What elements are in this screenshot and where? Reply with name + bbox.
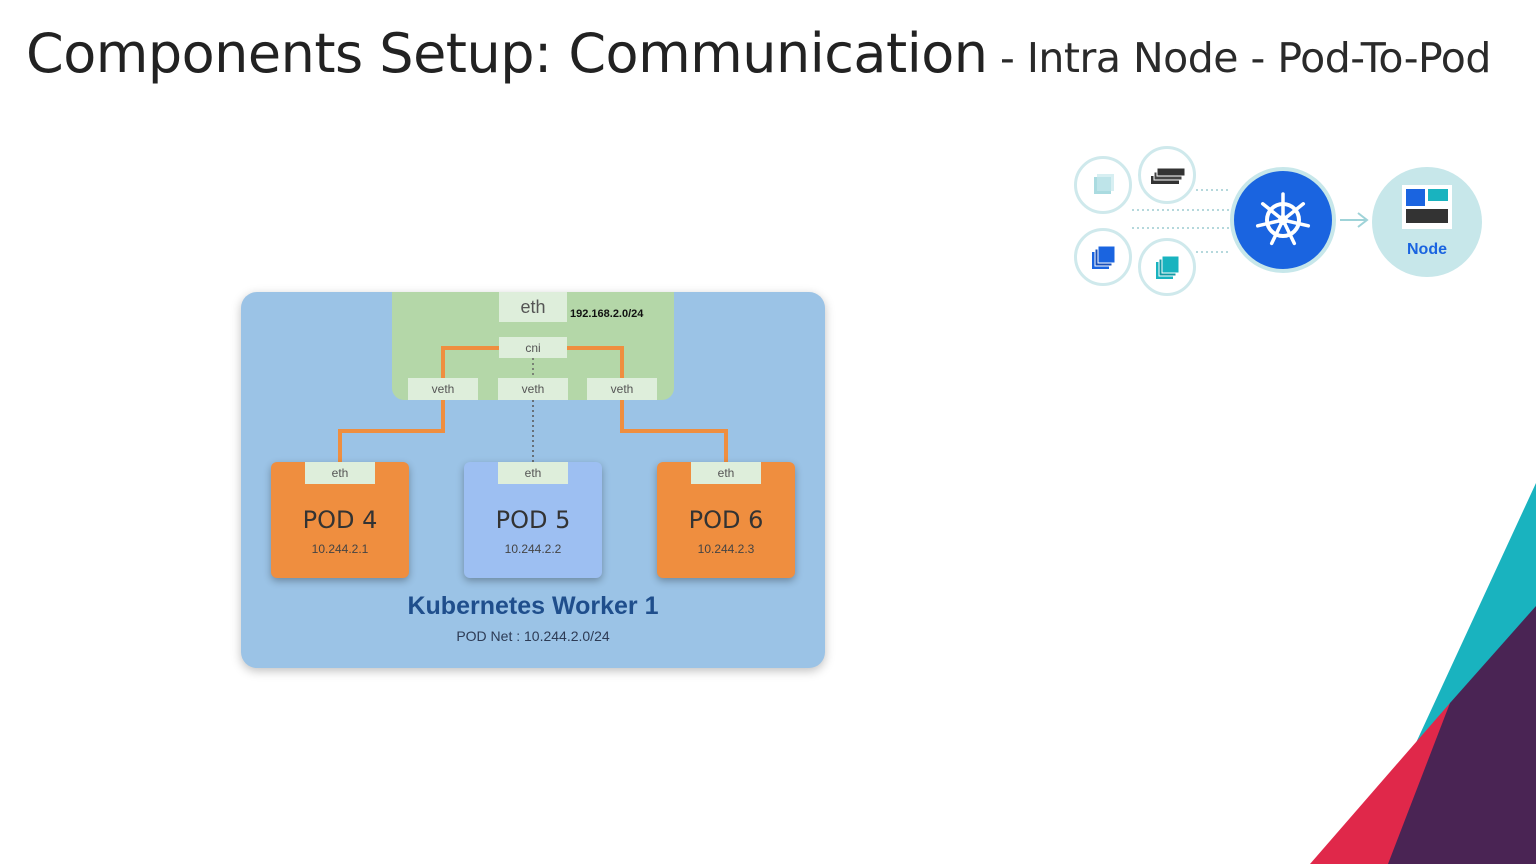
pod-eth-interface: eth xyxy=(305,462,375,484)
pod-5: eth POD 5 10.244.2.2 xyxy=(464,462,602,578)
title-separator: - xyxy=(987,34,1027,82)
kubernetes-circle xyxy=(1230,167,1336,273)
title-subtitle: Intra Node - Pod-To-Pod xyxy=(1026,34,1492,82)
pod-4: eth POD 4 10.244.2.1 xyxy=(271,462,409,578)
pod-6: eth POD 6 10.244.2.3 xyxy=(657,462,795,578)
node-layout-icon xyxy=(1402,185,1452,229)
slide-title: Components Setup: Communication - Intra … xyxy=(26,22,1491,85)
node-circle: Node xyxy=(1372,167,1482,277)
pod-eth-interface: eth xyxy=(691,462,761,484)
blue-stack-circle xyxy=(1074,228,1132,286)
pod-eth-interface: eth xyxy=(498,462,568,484)
corner-purple-shape xyxy=(1388,606,1536,864)
worker-pod-net: POD Net : 10.244.2.0/24 xyxy=(456,628,610,644)
node-label: Node xyxy=(1407,241,1447,258)
server-stack-circle xyxy=(1138,146,1196,204)
blue-stack-icon xyxy=(1092,245,1116,269)
kubernetes-wheel-icon xyxy=(1255,192,1311,246)
wire-pod6 xyxy=(567,346,728,463)
pod-name: POD 5 xyxy=(495,506,571,534)
wire-pod4 xyxy=(338,346,499,463)
veth-pod6: veth xyxy=(587,378,657,400)
pod-ip: 10.244.2.1 xyxy=(311,542,369,556)
single-stack-icon xyxy=(1094,174,1114,194)
host-eth-interface: eth xyxy=(499,292,567,322)
server-stack-icon xyxy=(1151,167,1186,184)
worker-title: Kubernetes Worker 1 xyxy=(407,592,659,620)
kubernetes-node-graphic: Node xyxy=(1070,140,1490,300)
teal-stack-icon xyxy=(1156,255,1180,279)
host-subnet-label: 192.168.2.0/24 xyxy=(570,308,644,320)
single-stack-circle xyxy=(1074,156,1132,214)
cni-box: cni xyxy=(499,337,567,358)
veth-pod5: veth xyxy=(498,378,568,400)
pod-name: POD 4 xyxy=(302,506,378,534)
pod-ip: 10.244.2.2 xyxy=(504,542,562,556)
veth-pod4: veth xyxy=(408,378,478,400)
teal-stack-circle xyxy=(1138,238,1196,296)
title-main: Components Setup: Communication xyxy=(26,22,988,85)
logo-connectors xyxy=(1132,189,1369,253)
pod-name: POD 6 xyxy=(688,506,764,534)
pod-ip: 10.244.2.3 xyxy=(697,542,755,556)
